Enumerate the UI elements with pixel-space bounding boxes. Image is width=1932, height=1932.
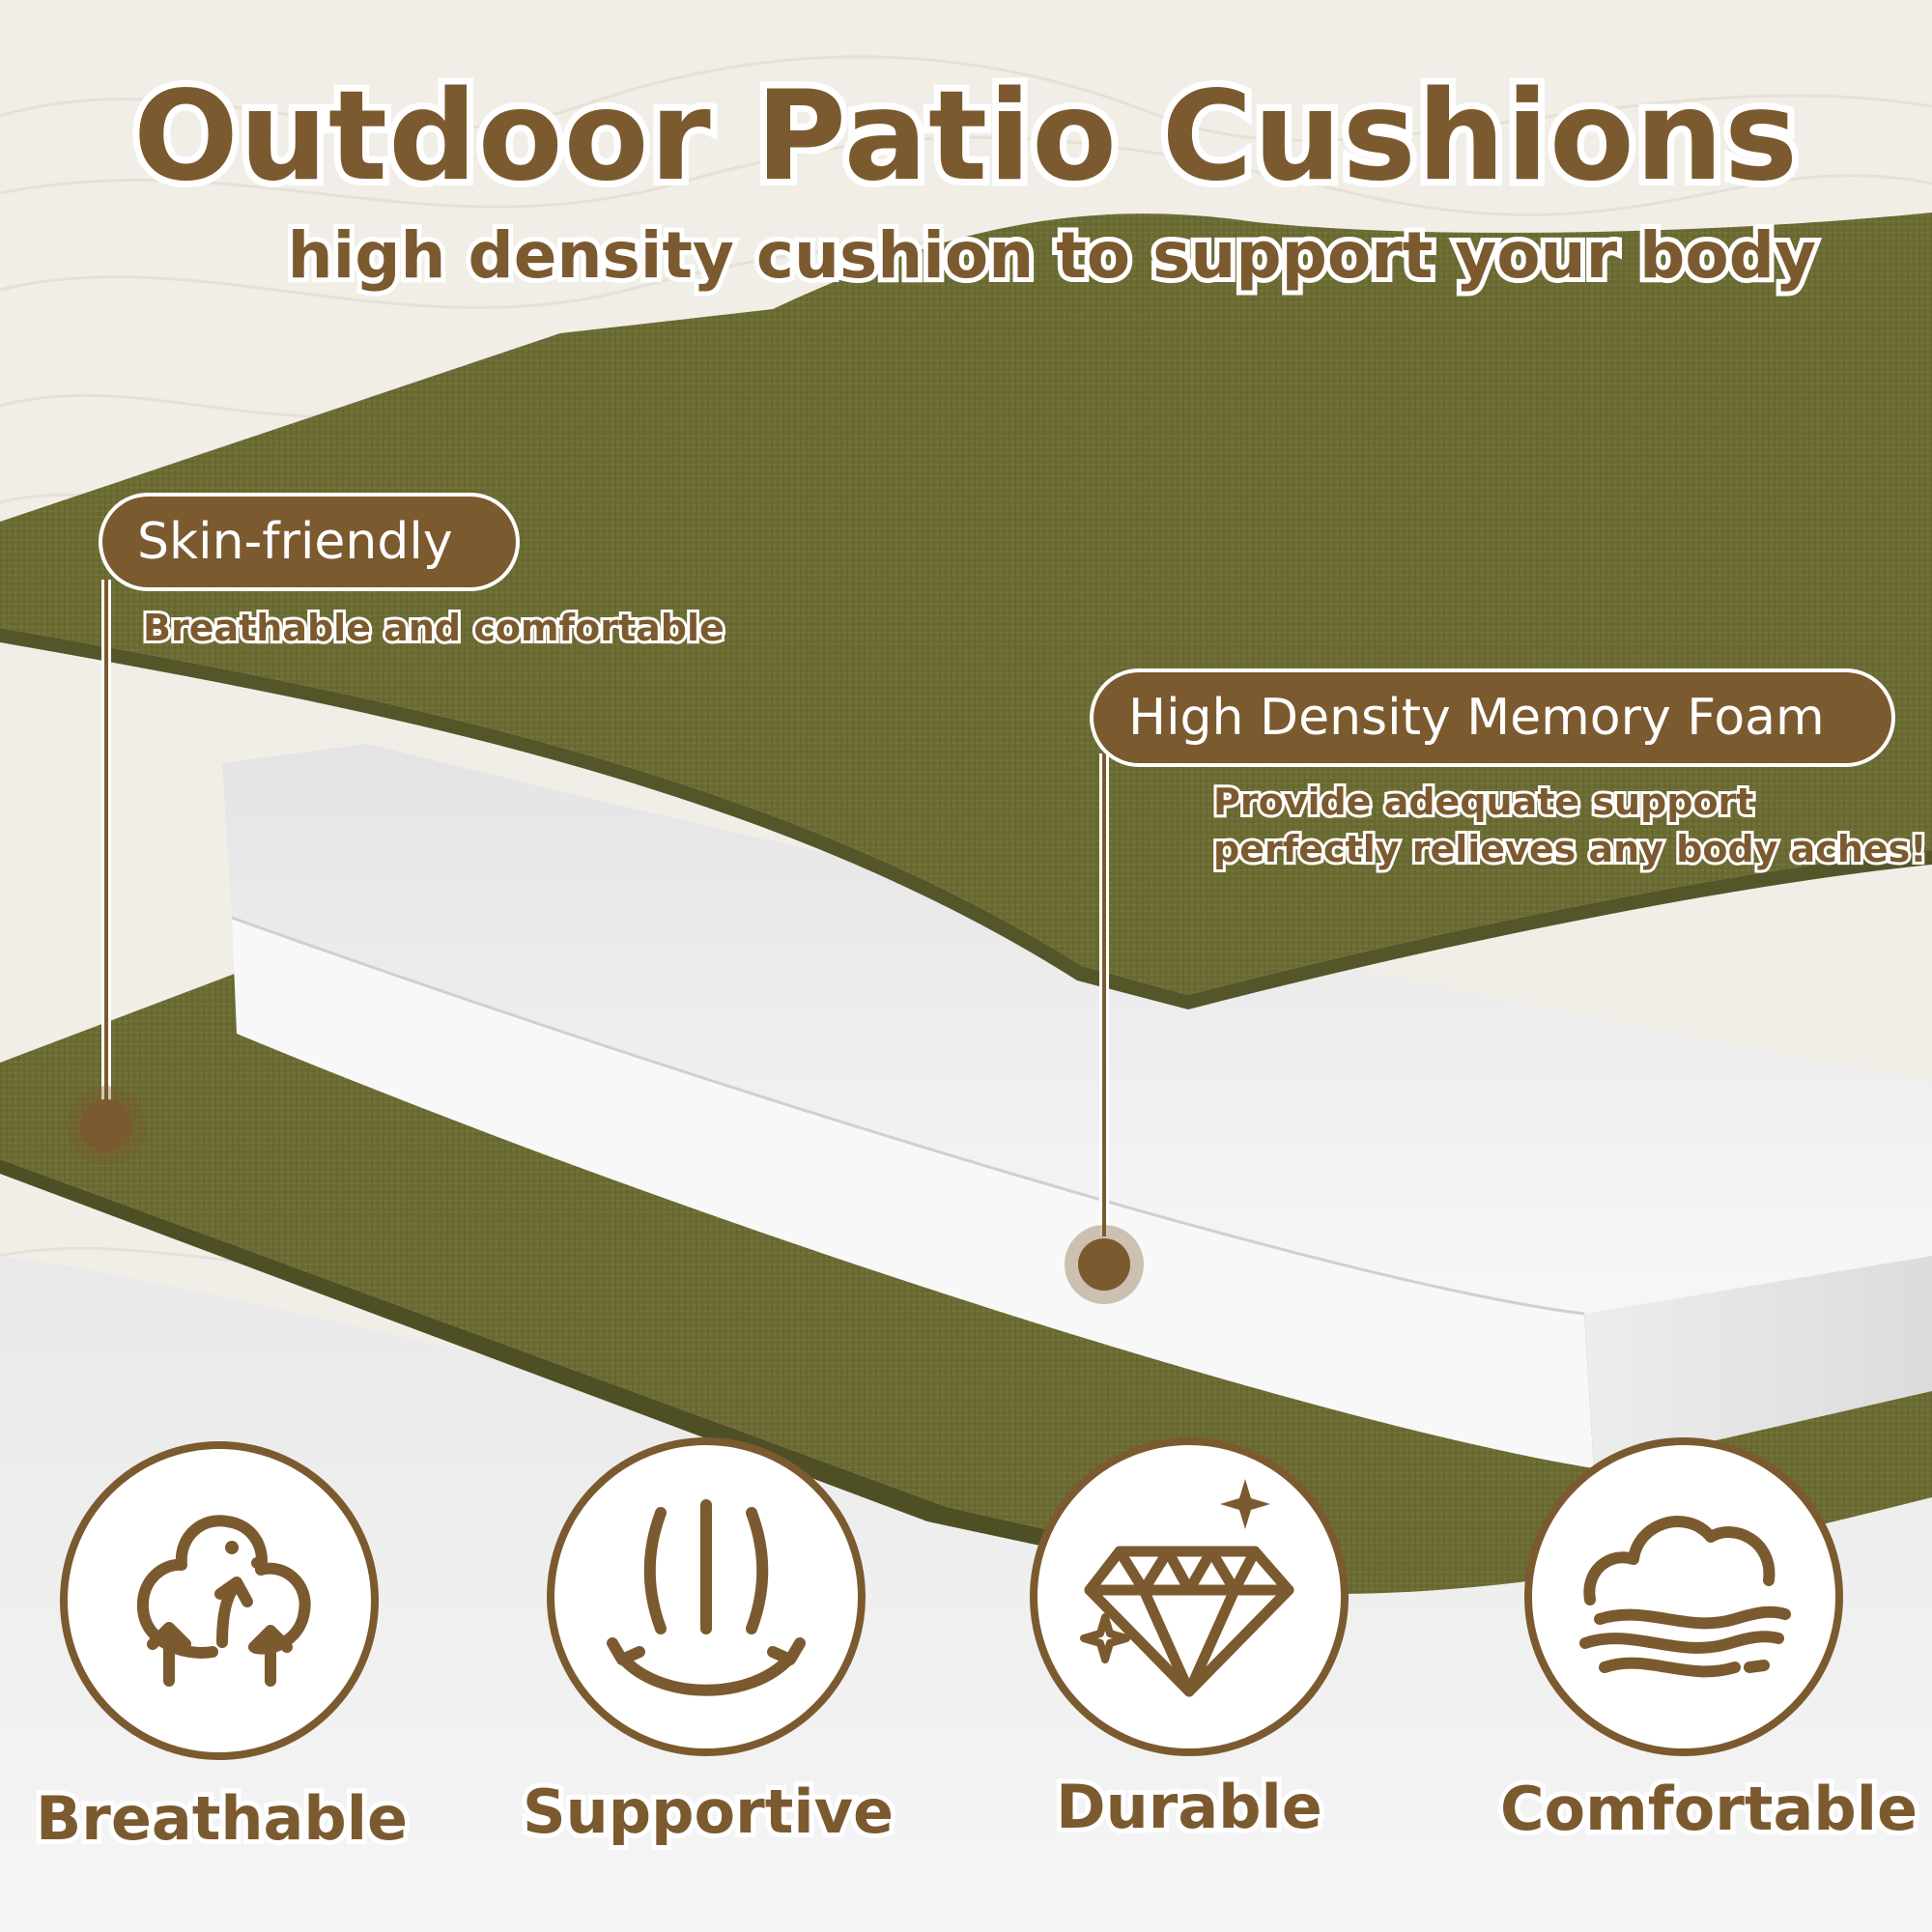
callout-dot-skin-friendly bbox=[80, 1099, 132, 1151]
cotton-plant-icon bbox=[136, 1515, 311, 1687]
feature-supportive bbox=[547, 1437, 866, 1756]
feature-comfortable bbox=[1524, 1437, 1843, 1756]
feature-breathable bbox=[60, 1441, 379, 1760]
callout-line-skin-friendly bbox=[101, 580, 111, 1101]
diamond-icon bbox=[1080, 1479, 1294, 1697]
page-subtitle: high density cushion to support your bod… bbox=[283, 218, 1821, 293]
callout-line-memory-foam bbox=[1099, 753, 1109, 1236]
callout-dot-memory-foam bbox=[1078, 1238, 1130, 1291]
cloud-soft-icon bbox=[1579, 1516, 1791, 1678]
feature-label-supportive: Supportive bbox=[518, 1776, 898, 1847]
description-line: Provide adequate support bbox=[1210, 778, 1756, 826]
page-title: Outdoor Patio Cushions bbox=[127, 65, 1804, 209]
callout-label-memory-foam: High Density Memory Foam bbox=[1090, 668, 1895, 767]
description-line: Breathable and comfortable bbox=[140, 604, 727, 652]
callout-label-skin-friendly: Skin-friendly bbox=[99, 493, 520, 591]
feature-durable bbox=[1030, 1437, 1349, 1756]
callout-description-memory-foam: Provide adequate support perfectly relie… bbox=[1210, 778, 1930, 874]
description-line: perfectly relieves any body aches! bbox=[1210, 825, 1930, 873]
callout-description-skin-friendly: Breathable and comfortable bbox=[140, 604, 727, 652]
feature-label-durable: Durable bbox=[1051, 1772, 1327, 1842]
pressure-support-icon bbox=[607, 1499, 806, 1696]
feature-label-comfortable: Comfortable bbox=[1495, 1774, 1922, 1844]
feature-label-breathable: Breathable bbox=[31, 1783, 412, 1854]
